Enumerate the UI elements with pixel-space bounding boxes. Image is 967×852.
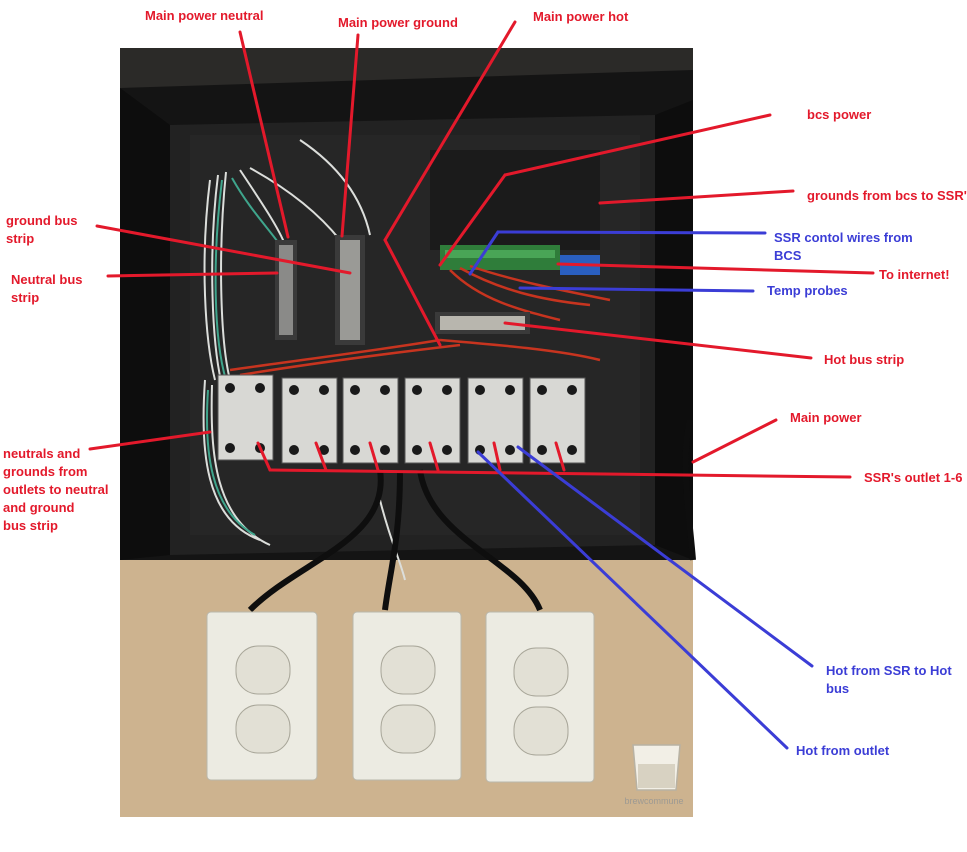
label-line: BCS <box>774 248 802 263</box>
line-main-power-hot <box>383 20 517 242</box>
ssr-modules <box>217 374 586 464</box>
line-main-power-neutral <box>238 30 290 239</box>
label-bcs-power: bcs power <box>807 107 872 122</box>
label-neutral-bus-strip: Neutral bus strip <box>11 271 83 307</box>
line-neutral-bus <box>106 271 279 278</box>
watermark-text: brewcommune <box>624 796 684 806</box>
red-wires <box>229 264 611 377</box>
label-hot-from-ssr: Hot from SSR to Hot bus <box>826 662 952 698</box>
hot-bus-strip <box>435 312 530 334</box>
line-hot-from-outlet <box>476 450 789 750</box>
line-ssr-control <box>496 230 767 235</box>
label-line: Hot from SSR to Hot <box>826 663 952 678</box>
outlet-3 <box>485 611 595 783</box>
label-line: outlets to neutral <box>3 482 109 497</box>
label-neutrals-and-grounds: neutrals and grounds from outlets to neu… <box>3 445 108 535</box>
line-bcs-power <box>503 113 772 177</box>
line-to-internet <box>556 262 875 275</box>
label-hot-from-outlet: Hot from outlet <box>796 743 890 758</box>
red-pointer-lines <box>88 20 875 479</box>
label-main-power-ground: Main power ground <box>338 15 458 30</box>
label-ground-bus-strip: ground bus strip <box>6 212 78 248</box>
label-line: bus strip <box>3 518 58 533</box>
line-main-power-ground <box>340 33 360 238</box>
label-line: Neutral bus <box>11 272 83 287</box>
label-line: ground bus <box>6 213 78 228</box>
bcs-controller <box>430 150 600 275</box>
line-ground-bus <box>95 224 352 275</box>
label-line: SSR contol wires from <box>774 230 913 245</box>
label-main-power-neutral: Main power neutral <box>145 8 264 23</box>
label-line: and ground <box>3 500 75 515</box>
label-hot-bus-strip: Hot bus strip <box>824 352 905 367</box>
label-line: strip <box>6 231 35 246</box>
label-grounds-from-bcs: grounds from bcs to SSR's <box>807 188 967 203</box>
line-ssr-outlets <box>268 468 852 479</box>
neutral-bus-strip <box>275 240 297 340</box>
line-temp-probes <box>518 286 755 293</box>
line-neutrals-grounds <box>88 430 212 451</box>
label-line: grounds from <box>3 464 88 479</box>
blue-pointer-lines <box>468 230 814 750</box>
outlet-2 <box>352 611 462 781</box>
label-ssr-outlets: SSR's outlet 1-6 <box>864 470 963 485</box>
label-line: bus <box>826 681 850 696</box>
line-grounds-bcs <box>598 189 795 205</box>
label-main-power: Main power <box>790 410 862 425</box>
glass-logo-icon <box>632 744 681 791</box>
ground-bus-strip <box>335 235 365 345</box>
line-main-power <box>691 418 778 464</box>
outlet-1 <box>206 611 318 781</box>
label-line: strip <box>11 290 40 305</box>
line-hot-bus <box>503 321 813 360</box>
label-ssr-control-wires: SSR contol wires from BCS <box>774 229 913 265</box>
line-hot-from-ssr <box>516 445 814 668</box>
label-main-power-hot: Main power hot <box>533 9 629 24</box>
label-temp-probes: Temp probes <box>767 283 848 298</box>
label-line: neutrals and <box>3 446 81 461</box>
label-to-internet: To internet! <box>879 267 950 282</box>
outlet-cables <box>247 419 696 613</box>
